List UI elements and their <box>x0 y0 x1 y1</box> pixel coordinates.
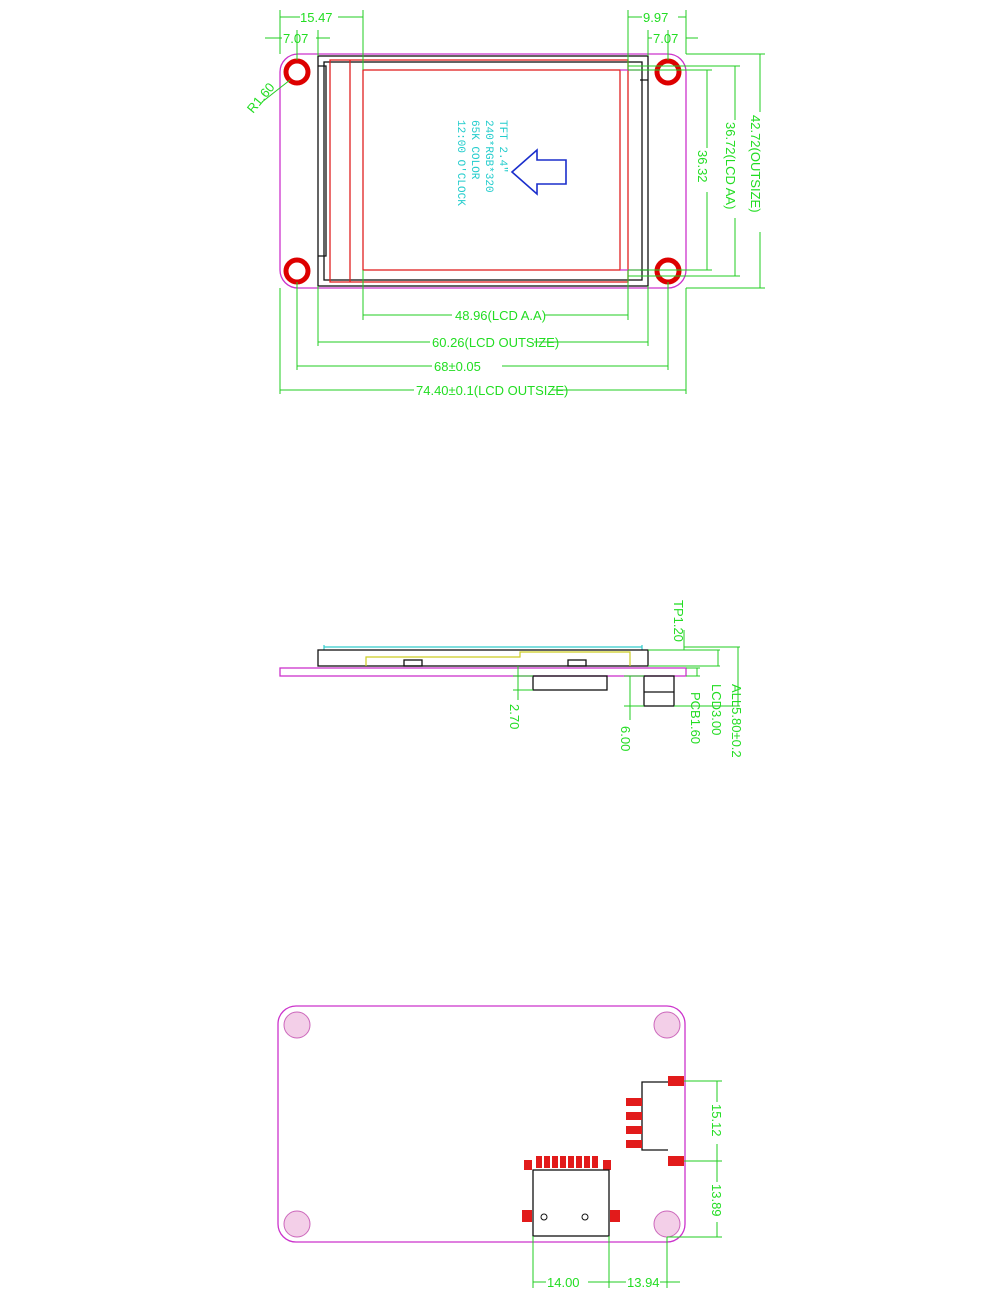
back-hole-bl <box>283 1210 311 1238</box>
dim-15-12: 15.12 <box>709 1104 724 1137</box>
pcb-back-outline <box>277 1005 686 1243</box>
dim-6-00: 6.00 <box>618 726 633 751</box>
screen-label: TFT 2.4" 240*RGB*320 65K COLOR 12:00 O'C… <box>454 120 508 206</box>
dim-7-07-left: 7.07 <box>283 31 308 46</box>
lcd-active-area <box>362 69 621 271</box>
mounting-hole-br <box>654 257 682 285</box>
dim-14-00: 14.00 <box>547 1275 580 1290</box>
dim-pcb: PCB1.60 <box>688 692 703 744</box>
dim-48-96: 48.96(LCD A.A) <box>455 308 546 323</box>
dim-2-70: 2.70 <box>507 704 522 729</box>
bottom-connector <box>522 1156 620 1237</box>
dim-36-32: 36.32 <box>695 150 710 183</box>
mounting-hole-bl <box>283 257 311 285</box>
back-mounting-holes <box>283 1011 681 1238</box>
dim-42-72: 42.72(OUTSIZE) <box>748 115 763 213</box>
mounting-hole-tr <box>654 58 682 86</box>
orientation-arrow-icon <box>510 148 567 196</box>
lcd-frame <box>317 55 649 287</box>
dim-13-94: 13.94 <box>627 1275 660 1290</box>
back-hole-tr <box>653 1011 681 1039</box>
lcd-outline <box>329 59 629 283</box>
dim-36-72: 36.72(LCD AA) <box>723 122 738 209</box>
dim-15-47: 15.47 <box>300 10 333 25</box>
dim-13-89: 13.89 <box>709 1184 724 1217</box>
back-hole-br <box>653 1210 681 1238</box>
pcb-outline <box>279 53 687 289</box>
screen-label-line-3: 65K COLOR <box>468 120 480 180</box>
dim-7-07-right: 7.07 <box>653 31 678 46</box>
front-top-dimensions: 15.47 7.07 9.97 7.07 <box>265 10 698 70</box>
side-view: TP1.20 ALL5.80±0.2 LCD3.00 PCB1.60 2.70 … <box>279 600 744 758</box>
dim-60-26: 60.26(LCD OUTSIZE) <box>432 335 559 350</box>
mounting-hole-tl <box>283 58 311 86</box>
dim-hole-radius: R1.60 <box>244 80 278 116</box>
connector-side <box>532 675 608 691</box>
dim-9-97: 9.97 <box>643 10 668 25</box>
lcd-module-side <box>317 649 649 667</box>
front-right-dimensions: 42.72(OUTSIZE) 36.72(LCD AA) 36.32 <box>628 53 765 289</box>
dim-lcd: LCD3.00 <box>709 684 724 735</box>
pcb-side <box>279 667 687 677</box>
dim-68: 68±0.05 <box>434 359 481 374</box>
right-connector <box>626 1076 684 1166</box>
screen-label-line-4: 12:00 O'CLOCK <box>454 120 466 206</box>
screen-label-line-2: 240*RGB*320 <box>482 120 494 193</box>
front-view: TFT 2.4" 240*RGB*320 65K COLOR 12:00 O'C… <box>244 10 765 398</box>
back-view: 15.12 13.89 14.00 13.94 <box>277 1005 724 1290</box>
header-side <box>643 675 675 707</box>
dim-tp: TP1.20 <box>671 600 686 642</box>
dim-74-40: 74.40±0.1(LCD OUTSIZE) <box>416 383 568 398</box>
front-bottom-dimensions: 48.96(LCD A.A) 60.26(LCD OUTSIZE) 68±0.0… <box>279 270 687 398</box>
back-hole-tl <box>283 1011 311 1039</box>
screen-label-line-1: TFT 2.4" <box>496 120 508 173</box>
dim-all: ALL5.80±0.2 <box>729 684 744 758</box>
lcd-frame-inner <box>323 61 643 281</box>
